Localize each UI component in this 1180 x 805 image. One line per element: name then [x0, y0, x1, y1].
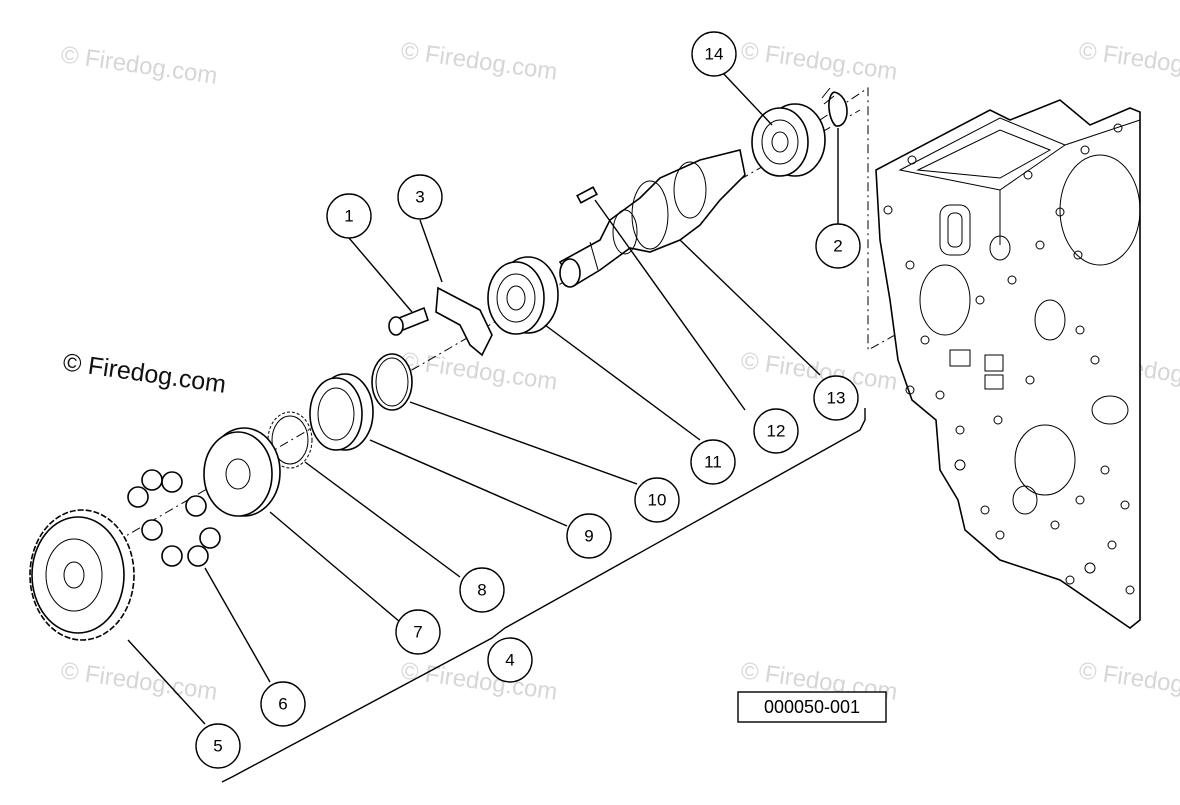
reference-code-box: 000050-001 — [737, 691, 887, 723]
leader-lines — [127, 71, 866, 783]
watermark: © Firedog.com — [1077, 37, 1180, 86]
watermark: © Firedog.com — [399, 347, 559, 396]
svg-text:9: 9 — [584, 527, 593, 546]
callout-4: 4 — [487, 637, 533, 683]
snap-ring — [828, 91, 848, 127]
svg-text:2: 2 — [833, 237, 842, 256]
cam-gear — [29, 509, 135, 641]
svg-text:5: 5 — [213, 737, 222, 756]
callout-12: 12 — [753, 408, 799, 454]
watermark: © Firedog.com — [59, 41, 219, 90]
svg-text:3: 3 — [415, 188, 424, 207]
watermark: © Firedog.com — [739, 37, 899, 86]
thrust-plate — [203, 427, 281, 517]
callout-7: 7 — [395, 609, 441, 655]
bearing-holder — [435, 286, 493, 357]
steel-balls — [127, 469, 221, 567]
reference-code: 000050-001 — [764, 697, 860, 717]
svg-text:12: 12 — [767, 422, 786, 441]
circlip — [371, 353, 413, 411]
svg-text:13: 13 — [827, 389, 846, 408]
watermark-main: © Firedog.com — [61, 348, 228, 399]
callout-13: 13 — [813, 375, 859, 421]
rear-ball-bearing — [751, 103, 826, 177]
callout-14: 14 — [691, 31, 737, 77]
engine-block — [875, 99, 1141, 629]
snap-ring-tabs — [821, 87, 835, 105]
group-bracket — [221, 408, 866, 783]
callout-6: 6 — [260, 681, 306, 727]
callout-1: 1 — [326, 193, 372, 239]
callout-3: 3 — [397, 174, 443, 220]
callout-5: 5 — [195, 723, 241, 769]
watermark: © Firedog.com — [399, 37, 559, 86]
svg-text:14: 14 — [705, 45, 724, 64]
ball-retainer — [267, 411, 313, 469]
holder-bolt — [388, 306, 429, 336]
woodruff-key — [576, 186, 598, 204]
watermark: © Firedog.com — [399, 657, 559, 706]
svg-text:4: 4 — [505, 651, 514, 670]
callout-2: 2 — [815, 223, 861, 269]
svg-text:11: 11 — [704, 453, 722, 472]
svg-text:8: 8 — [477, 581, 486, 600]
watermark: © Firedog.com — [1077, 657, 1180, 706]
watermark: © Firedog.com — [59, 657, 219, 706]
svg-text:7: 7 — [413, 623, 422, 642]
callout-10: 10 — [634, 477, 680, 523]
callout-9: 9 — [566, 513, 612, 559]
svg-text:10: 10 — [648, 491, 667, 510]
callout-8: 8 — [459, 567, 505, 613]
front-ball-bearing — [487, 256, 559, 335]
camshaft — [558, 149, 746, 288]
callout-11: 11 — [690, 439, 736, 485]
oil-seal — [309, 373, 374, 451]
svg-text:1: 1 — [344, 207, 353, 226]
svg-text:6: 6 — [278, 695, 287, 714]
